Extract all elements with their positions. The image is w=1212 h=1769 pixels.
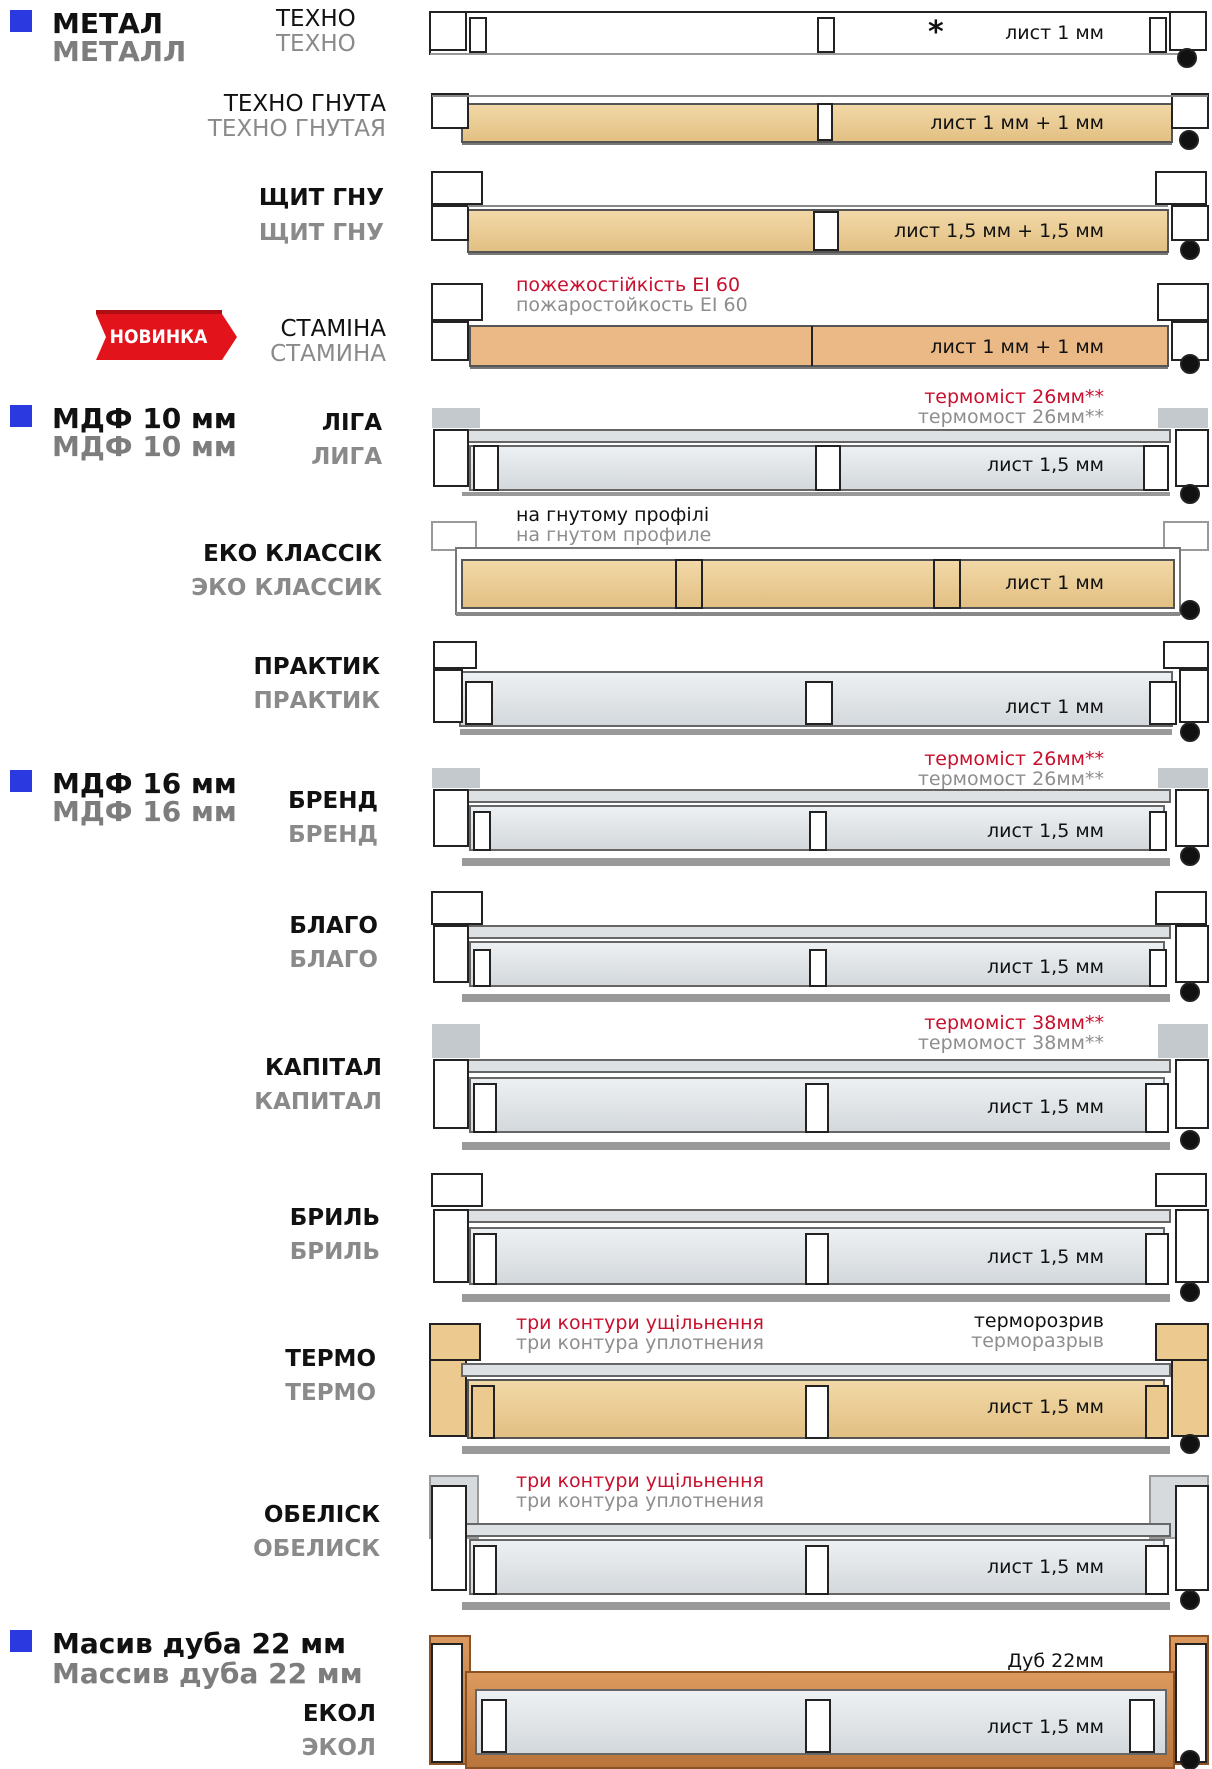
new-badge: НОВИНКА <box>96 310 240 364</box>
model-name-ua: БРИЛЬ <box>289 1205 380 1231</box>
asterisk-mark: * <box>928 15 944 50</box>
note-ru: три контура уплотнения <box>516 1490 764 1512</box>
sheet-label: лист 1,5 мм <box>987 1556 1104 1578</box>
model-name-ru: ТЕРМО <box>285 1380 376 1406</box>
category-mdf10-ua: МДФ 10 мм <box>52 402 237 435</box>
model-name-ru: КАПИТАЛ <box>254 1089 382 1115</box>
sheet-label: лист 1,5 мм + 1,5 мм <box>894 220 1104 242</box>
model-name-ua: БРЕНД <box>288 788 378 814</box>
profile-praktyk <box>433 641 1209 742</box>
category-metal-ua: МЕТАЛ <box>52 7 164 40</box>
category-mdf16-ru: МДФ 16 мм <box>52 795 237 828</box>
sheet-label: лист 1 мм + 1 мм <box>930 336 1104 358</box>
note-ua: пожежостійкість EI 60 <box>516 274 741 296</box>
category-marker <box>10 405 32 427</box>
model-name-ru: ТЕХНО ГНУТАЯ <box>207 116 386 142</box>
sheet-label: лист 1,5 мм <box>987 820 1104 842</box>
model-name-ua: КАПІТАЛ <box>265 1055 382 1081</box>
note-ru: три контура уплотнения <box>516 1332 764 1354</box>
model-name-ru: БЛАГО <box>289 947 378 973</box>
category-mdf10-ru: МДФ 10 мм <box>52 430 237 463</box>
sheet-label: лист 1 мм <box>1005 22 1104 44</box>
sheet-label: лист 1,5 мм <box>987 1096 1104 1118</box>
profile-obelisk <box>429 1475 1209 1610</box>
category-oak-ru: Массив дуба 22 мм <box>52 1657 363 1690</box>
model-name-ru: СТАМИНА <box>270 341 386 367</box>
note-ru: на гнутом профиле <box>516 524 712 546</box>
model-name-ua: ЛІГА <box>321 410 382 436</box>
category-oak-ua: Масив дуба 22 мм <box>52 1627 346 1660</box>
note-ua: термоміст 26мм** <box>924 748 1104 770</box>
sheet-label: лист 1 мм <box>1005 572 1104 594</box>
note-ru: пожаростойкость EI 60 <box>516 294 748 316</box>
note2-ru: терморазрыв <box>971 1330 1104 1352</box>
profile-kapital <box>432 1024 1209 1150</box>
profile-stamina <box>431 283 1209 374</box>
model-name-ru: ЩИТ ГНУ <box>258 220 384 246</box>
model-name-ru: БРИЛЬ <box>289 1239 380 1265</box>
profile-bryl <box>431 1173 1209 1302</box>
model-name-ru: ЭКОЛ <box>301 1735 376 1761</box>
profile-ekol <box>429 1635 1209 1769</box>
model-name-ru: ЭКО КЛАССИК <box>191 575 382 601</box>
category-metal-ru: МЕТАЛЛ <box>52 35 187 68</box>
sheet-label: лист 1 мм <box>1005 696 1104 718</box>
note-ru: термомост 26мм** <box>917 768 1104 790</box>
note-ru: термомост 26мм** <box>917 406 1104 428</box>
model-name-ru: БРЕНД <box>288 822 378 848</box>
model-name-ru: ЛИГА <box>311 444 382 470</box>
model-name-ua: ТЕХНО <box>276 6 356 32</box>
profile-techno <box>429 11 1207 68</box>
model-name-ua: ПРАКТИК <box>253 654 380 680</box>
model-name-ua: ЕКО КЛАССІК <box>203 541 382 567</box>
sheet-label: лист 1 мм + 1 мм <box>930 112 1104 134</box>
model-name-ru: ОБЕЛИСК <box>253 1536 380 1562</box>
profile-blago <box>431 891 1209 1002</box>
profile-shchyt <box>431 171 1209 260</box>
profile-liga <box>432 408 1209 504</box>
note-ua: термоміст 38мм** <box>924 1012 1104 1034</box>
sheet-label: лист 1,5 мм <box>987 956 1104 978</box>
sheet-label: лист 1,5 мм <box>987 1396 1104 1418</box>
profile-brend <box>432 768 1209 866</box>
note-ru: термомост 38мм** <box>917 1032 1104 1054</box>
sheet-label: лист 1,5 мм <box>987 1716 1104 1738</box>
sheet-label: лист 1,5 мм <box>987 1246 1104 1268</box>
note-ua: Дуб 22мм <box>1007 1650 1104 1672</box>
category-mdf16-ua: МДФ 16 мм <box>52 767 237 800</box>
note-ua: на гнутому профілі <box>516 504 710 526</box>
model-name-ua: ТЕХНО ГНУТА <box>223 91 386 117</box>
model-name-ua: ТЕРМО <box>285 1346 376 1372</box>
sheet-label: лист 1,5 мм <box>987 454 1104 476</box>
model-name-ua: БЛАГО <box>289 913 378 939</box>
note-ua: термоміст 26мм** <box>924 386 1104 408</box>
category-marker <box>10 1630 32 1652</box>
profile-termo <box>429 1323 1209 1454</box>
model-name-ua: ОБЕЛІСК <box>263 1502 380 1528</box>
model-name-ru: ПРАКТИК <box>253 688 380 714</box>
model-name-ua: ЩИТ ГНУ <box>258 185 384 211</box>
note-ua: три контури ущільнення <box>516 1312 764 1334</box>
profile-techno-gnuta <box>431 93 1209 150</box>
model-name-ua: СТАМІНА <box>280 316 387 342</box>
profile-eko <box>431 521 1209 620</box>
new-badge-label: НОВИНКА <box>109 326 208 348</box>
note2-ua: терморозрив <box>973 1310 1104 1332</box>
model-name-ru: ТЕХНО <box>276 31 356 57</box>
model-name-ua: ЕКОЛ <box>302 1701 376 1727</box>
note-ua: три контури ущільнення <box>516 1470 764 1492</box>
category-marker <box>10 770 32 792</box>
category-marker <box>10 10 32 32</box>
